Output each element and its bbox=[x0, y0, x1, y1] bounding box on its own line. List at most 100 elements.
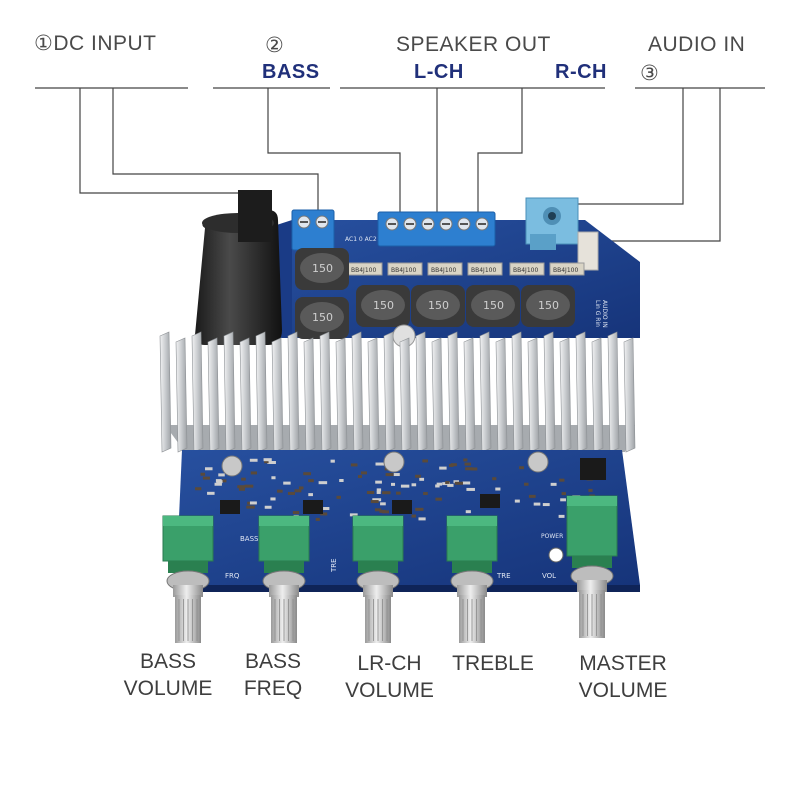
smd-part bbox=[361, 471, 367, 475]
smd-part bbox=[271, 476, 276, 480]
smd-part bbox=[462, 481, 471, 485]
smd-part bbox=[376, 490, 381, 494]
silk-bass: BASS bbox=[240, 535, 259, 543]
potentiometer bbox=[162, 515, 214, 643]
smd-part bbox=[195, 487, 202, 491]
inductor-marking: 150 bbox=[312, 311, 333, 324]
silk-tre-2: TRE bbox=[496, 572, 511, 580]
inductor-marking: 150 bbox=[538, 299, 559, 312]
smd-part bbox=[463, 458, 468, 462]
capacitor-marking: BB4J100 bbox=[351, 267, 376, 274]
smd-part bbox=[465, 467, 473, 471]
audio-in-leader-2 bbox=[598, 88, 721, 242]
smd-part bbox=[200, 472, 206, 476]
smd-part bbox=[465, 510, 471, 514]
l-ch-label: L-CH bbox=[414, 61, 464, 83]
inductor-marking: 150 bbox=[373, 299, 394, 312]
inductor-marking: 150 bbox=[312, 262, 333, 275]
inductor-group: 150 150 150 150 150 150 bbox=[295, 248, 575, 348]
heatsink-fin bbox=[415, 331, 428, 453]
smd-part bbox=[270, 497, 276, 501]
smd-part bbox=[379, 509, 386, 513]
heatsink-fin bbox=[207, 337, 220, 453]
heatsink-fin bbox=[239, 337, 252, 453]
pot-collar bbox=[577, 580, 607, 592]
smd-part bbox=[241, 477, 246, 481]
heatsink-fin bbox=[431, 337, 444, 453]
smd-part bbox=[202, 476, 210, 480]
pot-body-top bbox=[447, 516, 497, 526]
heatsink-fin bbox=[319, 331, 332, 453]
smd-part bbox=[277, 489, 283, 493]
pot-base bbox=[264, 561, 304, 573]
inductor-marking: 150 bbox=[483, 299, 504, 312]
smd-part bbox=[470, 467, 478, 471]
heatsink-fin bbox=[511, 331, 524, 453]
smd-part bbox=[559, 478, 565, 482]
smd-part bbox=[336, 495, 341, 499]
smd-part bbox=[358, 475, 363, 479]
film-capacitor bbox=[427, 262, 463, 276]
heatsink-fin bbox=[255, 331, 268, 453]
heatsink-fin bbox=[399, 337, 412, 453]
smd-part bbox=[464, 462, 472, 466]
pot-base bbox=[452, 561, 492, 573]
smd-part bbox=[237, 485, 246, 489]
capacitor-marking: BB4J100 bbox=[471, 267, 496, 274]
heatsink-fin bbox=[335, 337, 348, 453]
heatsink-fin bbox=[383, 331, 396, 453]
smd-part bbox=[287, 491, 295, 495]
smd-part bbox=[308, 493, 313, 497]
smd-part bbox=[466, 487, 475, 491]
smd-part bbox=[283, 481, 291, 485]
smd-part bbox=[542, 503, 550, 507]
dc-input-leader-1 bbox=[79, 88, 240, 194]
pot-body-top bbox=[163, 516, 213, 526]
audio-in-number-label: ③ bbox=[640, 62, 660, 85]
inductor-top bbox=[526, 290, 570, 320]
smd-part bbox=[495, 487, 501, 491]
smd-part bbox=[454, 481, 463, 485]
silk-power: POWER bbox=[541, 533, 563, 540]
dc-input-leader-2 bbox=[112, 88, 319, 210]
heatsink-fins bbox=[159, 331, 636, 453]
inductor-top bbox=[300, 302, 344, 332]
ic-chip bbox=[220, 500, 240, 514]
smd-part bbox=[449, 463, 454, 467]
heatsink-fin bbox=[287, 331, 300, 453]
smd-part bbox=[411, 514, 416, 518]
heatsink-fin bbox=[223, 331, 236, 453]
smd-part bbox=[218, 473, 225, 477]
heatsink-fin bbox=[159, 331, 172, 453]
smd-part bbox=[436, 482, 443, 486]
capacitor-marking: BB4J100 bbox=[513, 267, 538, 274]
ic-chip bbox=[480, 494, 500, 508]
heatsink-fin bbox=[495, 337, 508, 453]
inductor-marking: 150 bbox=[428, 299, 449, 312]
smd-part bbox=[249, 501, 257, 505]
smd-part bbox=[415, 507, 424, 511]
smd-part bbox=[435, 497, 442, 501]
pot-base bbox=[572, 556, 612, 568]
heatsink-fin bbox=[623, 337, 636, 453]
treble-label: TREBLE bbox=[452, 652, 534, 675]
smd-part bbox=[514, 499, 520, 503]
smd-part bbox=[375, 462, 385, 466]
smd-part bbox=[382, 491, 391, 495]
smd-part bbox=[207, 491, 215, 495]
smd-part bbox=[372, 498, 382, 502]
smd-part bbox=[375, 480, 382, 484]
smd-part bbox=[400, 484, 410, 488]
film-capacitor bbox=[549, 262, 585, 276]
smd-part bbox=[385, 473, 394, 477]
smd-part bbox=[524, 482, 529, 486]
silk-ac: AC1 0 AC2 bbox=[345, 236, 377, 243]
speaker-terminal-block bbox=[377, 211, 496, 247]
smd-part bbox=[550, 482, 557, 486]
pot-base bbox=[168, 561, 208, 573]
electrolytic-capacitor bbox=[383, 451, 405, 473]
audio-in-label: AUDIO IN bbox=[648, 33, 746, 56]
smd-part bbox=[453, 480, 459, 484]
smd-part bbox=[390, 482, 396, 486]
